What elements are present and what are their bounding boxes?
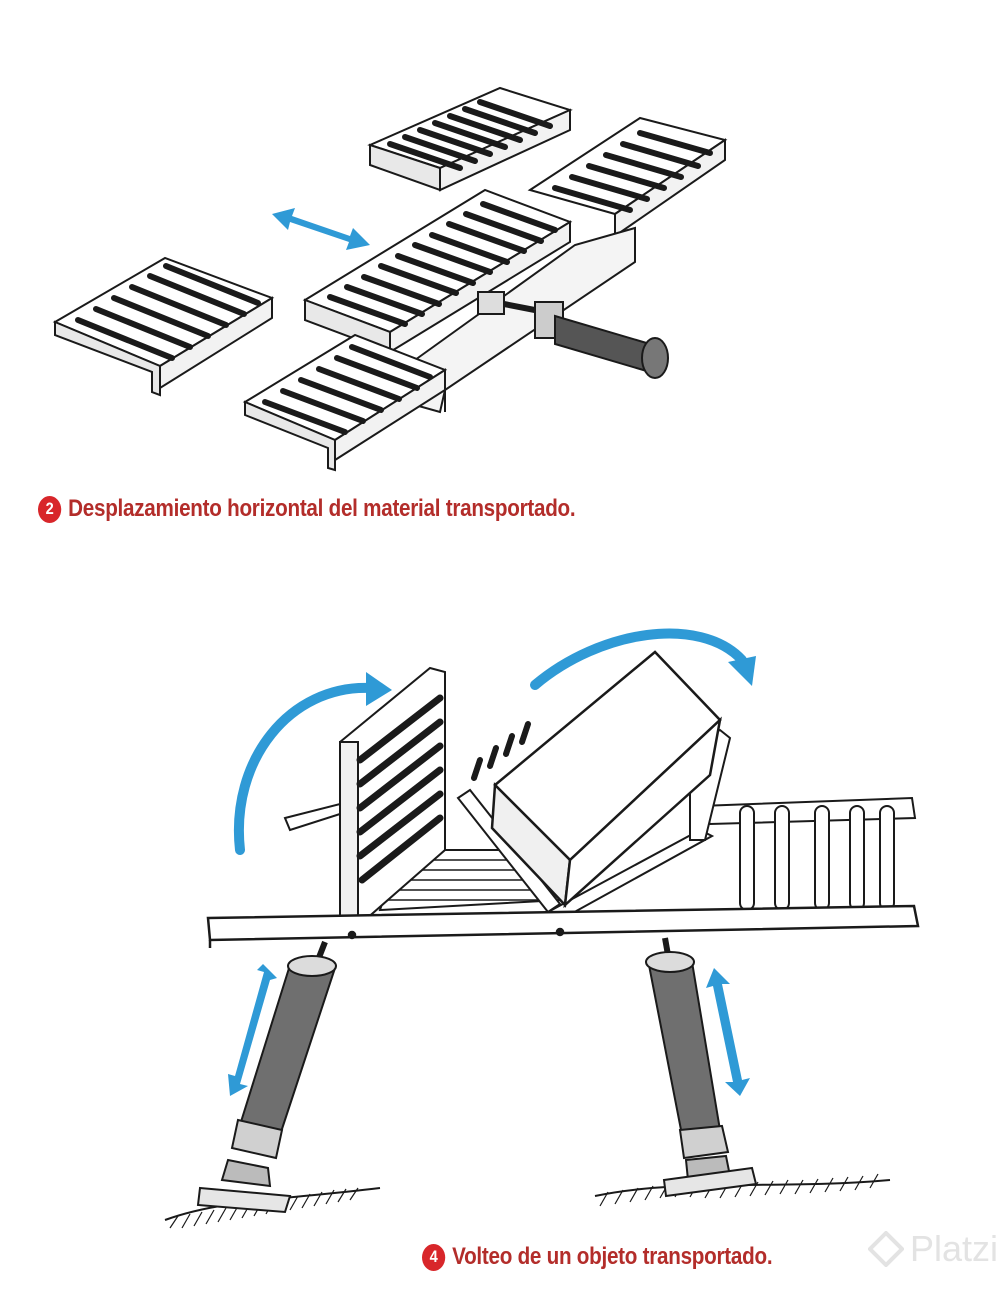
rotate-arrow-right-head	[728, 656, 756, 686]
horizontal-piston	[477, 291, 669, 379]
platzi-logo-icon	[867, 1231, 904, 1267]
vertical-arrow-left-icon	[228, 964, 277, 1096]
roller-section-top	[367, 86, 573, 192]
rotate-arrow-right-icon	[530, 628, 747, 690]
watermark-text: Platzi	[909, 1228, 998, 1269]
caption-text: Desplazamiento horizontal del material t…	[68, 495, 576, 522]
rotate-arrow-left-icon	[233, 682, 375, 855]
figure-number-badge: 2	[38, 495, 62, 523]
figure-tilting: 4 Volteo de un objeto transportado.	[0, 560, 1008, 1298]
figure-number-badge: 4	[422, 1243, 446, 1271]
caption-text: Volteo de un objeto transportado.	[452, 1243, 773, 1270]
roller-section-bottom	[242, 333, 448, 472]
rotate-arrow-left-head	[366, 672, 392, 706]
platzi-watermark: Platzi	[867, 1228, 998, 1270]
caption-figure-2: 2 Desplazamiento horizontal del material…	[38, 495, 576, 523]
horizontal-double-arrow-icon	[272, 208, 370, 250]
roller-section-center	[302, 188, 573, 354]
vertical-arrow-right-icon	[706, 968, 750, 1096]
right-hydraulic-cylinder	[645, 937, 758, 1198]
front-rail	[206, 904, 920, 948]
figure-horizontal-shift: 2 Desplazamiento horizontal del material…	[0, 0, 1008, 540]
roller-section-left	[52, 256, 275, 397]
tilting-conveyor-illustration	[164, 628, 920, 1229]
caption-figure-4: 4 Volteo de un objeto transportado.	[422, 1243, 773, 1271]
left-hydraulic-cylinder	[196, 940, 337, 1214]
horizontal-shift-illustration	[52, 86, 728, 472]
roller-section-right	[527, 116, 728, 238]
transported-box	[490, 650, 722, 909]
